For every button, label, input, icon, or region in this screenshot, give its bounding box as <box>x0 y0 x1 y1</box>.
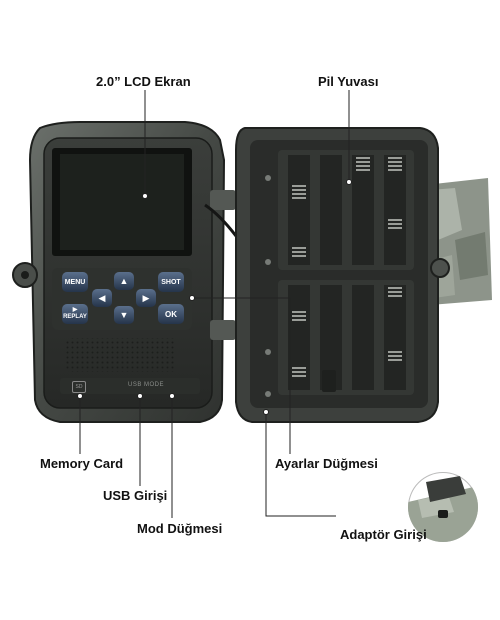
menu-label: MENU <box>64 278 86 286</box>
replay-label: REPLAY <box>63 314 87 320</box>
button-left[interactable]: ◀ <box>92 289 112 307</box>
label-memory-card: Memory Card <box>40 456 124 471</box>
shot-label: SHOT <box>161 278 181 286</box>
arrow-up-icon: ▲ <box>119 276 129 286</box>
port-text: USB MODE <box>128 382 165 388</box>
label-battery-slot: Pil Yuvası <box>318 74 379 89</box>
button-ok[interactable]: OK <box>158 304 184 324</box>
label-mode-button: Mod Düğmesi <box>137 521 223 536</box>
lcd-screen <box>60 154 184 250</box>
label-lcd-screen: 2.0” LCD Ekran <box>96 74 191 89</box>
label-usb-port: USB Girişi <box>103 488 168 503</box>
arrow-right-icon: ▶ <box>142 292 150 303</box>
sd-card-text: SD <box>75 384 83 390</box>
label-settings-button: Ayarlar Düğmesi <box>275 456 378 471</box>
sd-card-icon: SD <box>72 381 86 393</box>
button-menu[interactable]: MENU <box>62 272 88 292</box>
arrow-down-icon: ▼ <box>119 310 129 320</box>
play-icon: ▶ <box>72 307 78 313</box>
label-adapter-port: Adaptör Girişi <box>340 527 427 542</box>
adapter-inset <box>408 472 478 542</box>
button-replay[interactable]: ▶ REPLAY <box>62 304 88 324</box>
button-down[interactable]: ▼ <box>114 306 134 324</box>
speaker-grille <box>66 338 176 372</box>
battery-compartment <box>235 127 450 423</box>
button-shot[interactable]: SHOT <box>158 272 184 292</box>
ok-label: OK <box>165 309 177 319</box>
leader-lines <box>79 90 350 518</box>
arrow-left-icon: ◀ <box>98 292 106 303</box>
button-up[interactable]: ▲ <box>114 272 134 290</box>
leader-dots <box>77 179 352 415</box>
button-right[interactable]: ▶ <box>136 289 156 307</box>
